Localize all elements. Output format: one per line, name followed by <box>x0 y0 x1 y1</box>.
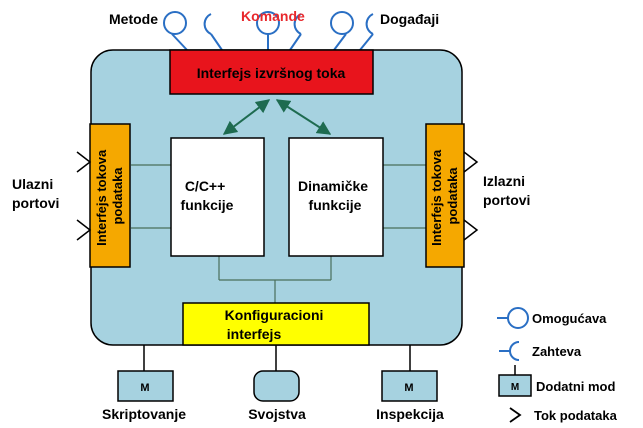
inspekcija-module-box <box>381 370 438 402</box>
input-port-chevrons <box>76 151 92 241</box>
output-interface-line2: podataka <box>445 167 460 225</box>
arrow-exec-to-c <box>222 99 271 135</box>
input-interface-line1: Interfejs tokova <box>94 149 109 246</box>
dogadjaji-socket-stem <box>359 33 374 51</box>
output-ports-line1: Izlazni <box>483 173 525 189</box>
legend-tok-podataka-label: Tok podataka <box>534 408 618 423</box>
c-functions-line2: funkcije <box>181 197 234 213</box>
dynamic-functions-line2: funkcije <box>309 197 362 213</box>
bottom-connectors <box>143 345 411 371</box>
input-ports-line1: Ulazni <box>12 176 53 192</box>
dogadjaji-stem <box>333 33 347 51</box>
execution-interface-label: Interfejs izvršnog toka <box>197 65 346 81</box>
komande-socket-icon-right <box>293 13 302 35</box>
config-interface-line2: interfejs <box>227 326 282 342</box>
metode-label: Metode <box>109 11 158 27</box>
input-ports-line2: portovi <box>12 195 59 211</box>
dynamic-functions-line1: Dinamičke <box>298 178 368 194</box>
output-ports-line2: portovi <box>483 192 530 208</box>
input-interface-box <box>89 123 131 268</box>
c-functions-label: C/C++ funkcije <box>181 178 234 213</box>
metode-lollipop-icon <box>163 11 187 35</box>
output-port-chevron-icon-1 <box>463 151 479 173</box>
config-interface-line1: Konfiguracioni <box>225 307 324 323</box>
output-port-chevrons <box>463 151 479 241</box>
legend-zahteva-label: Zahteva <box>532 344 582 359</box>
legend-tok-podataka-icon <box>509 407 522 423</box>
output-interface-box <box>425 123 465 268</box>
input-interface-line2: podataka <box>110 167 125 225</box>
komande-stem-left <box>210 33 223 51</box>
output-port-chevron-icon-2 <box>463 219 479 241</box>
top-connectors <box>163 11 374 51</box>
legend-dodatni-moduli-label: Dodatni mod <box>536 379 615 394</box>
input-ports-label: Ulazni portovi <box>12 176 59 211</box>
dogadjaji-label: Događaji <box>380 11 439 27</box>
komande-socket-icon-left <box>203 13 212 35</box>
legend-zahteva-icon <box>509 341 520 361</box>
metode-stem <box>171 33 188 51</box>
internal-wires <box>131 164 426 303</box>
legend-module-letter: M <box>511 382 519 393</box>
arrow-exec-to-dynamic <box>275 99 332 135</box>
config-interface-label: Konfiguracioni interfejs <box>225 307 328 342</box>
execution-interface-box <box>169 49 374 95</box>
output-interface-label: Interfejs tokova podataka <box>429 146 460 246</box>
komande-stem-right <box>289 33 302 51</box>
output-ports-label: Izlazni portovi <box>483 173 530 208</box>
legend-omogucava-icon <box>507 307 529 329</box>
skriptovanje-label: Skriptovanje <box>102 406 186 422</box>
c-functions-line1: C/C++ <box>185 178 225 194</box>
input-port-chevron-icon-1 <box>76 151 92 173</box>
legend-module-icon <box>498 374 532 397</box>
dogadjaji-lollipop-icon <box>330 11 354 35</box>
input-interface-label: Interfejs tokova podataka <box>94 146 125 246</box>
legend: Omogućava Zahteva M Dodatni mod Tok poda… <box>497 307 618 423</box>
legend-omogucava-label: Omogućava <box>532 311 607 326</box>
dynamic-functions-label: Dinamičke funkcije <box>298 178 372 213</box>
skriptovanje-module-letter: M <box>140 382 149 394</box>
svojstva-label: Svojstva <box>248 406 306 422</box>
skriptovanje-module-box <box>117 370 174 402</box>
svojstva-box <box>253 370 300 402</box>
inspekcija-label: Inspekcija <box>376 406 444 422</box>
c-functions-box <box>170 137 265 257</box>
output-interface-line1: Interfejs tokova <box>429 149 444 246</box>
inspekcija-module-letter: M <box>404 382 413 394</box>
komande-label: Komande <box>241 8 305 24</box>
dynamic-functions-box <box>288 137 384 257</box>
dogadjaji-socket-icon <box>365 13 374 35</box>
input-port-chevron-icon-2 <box>76 219 92 241</box>
